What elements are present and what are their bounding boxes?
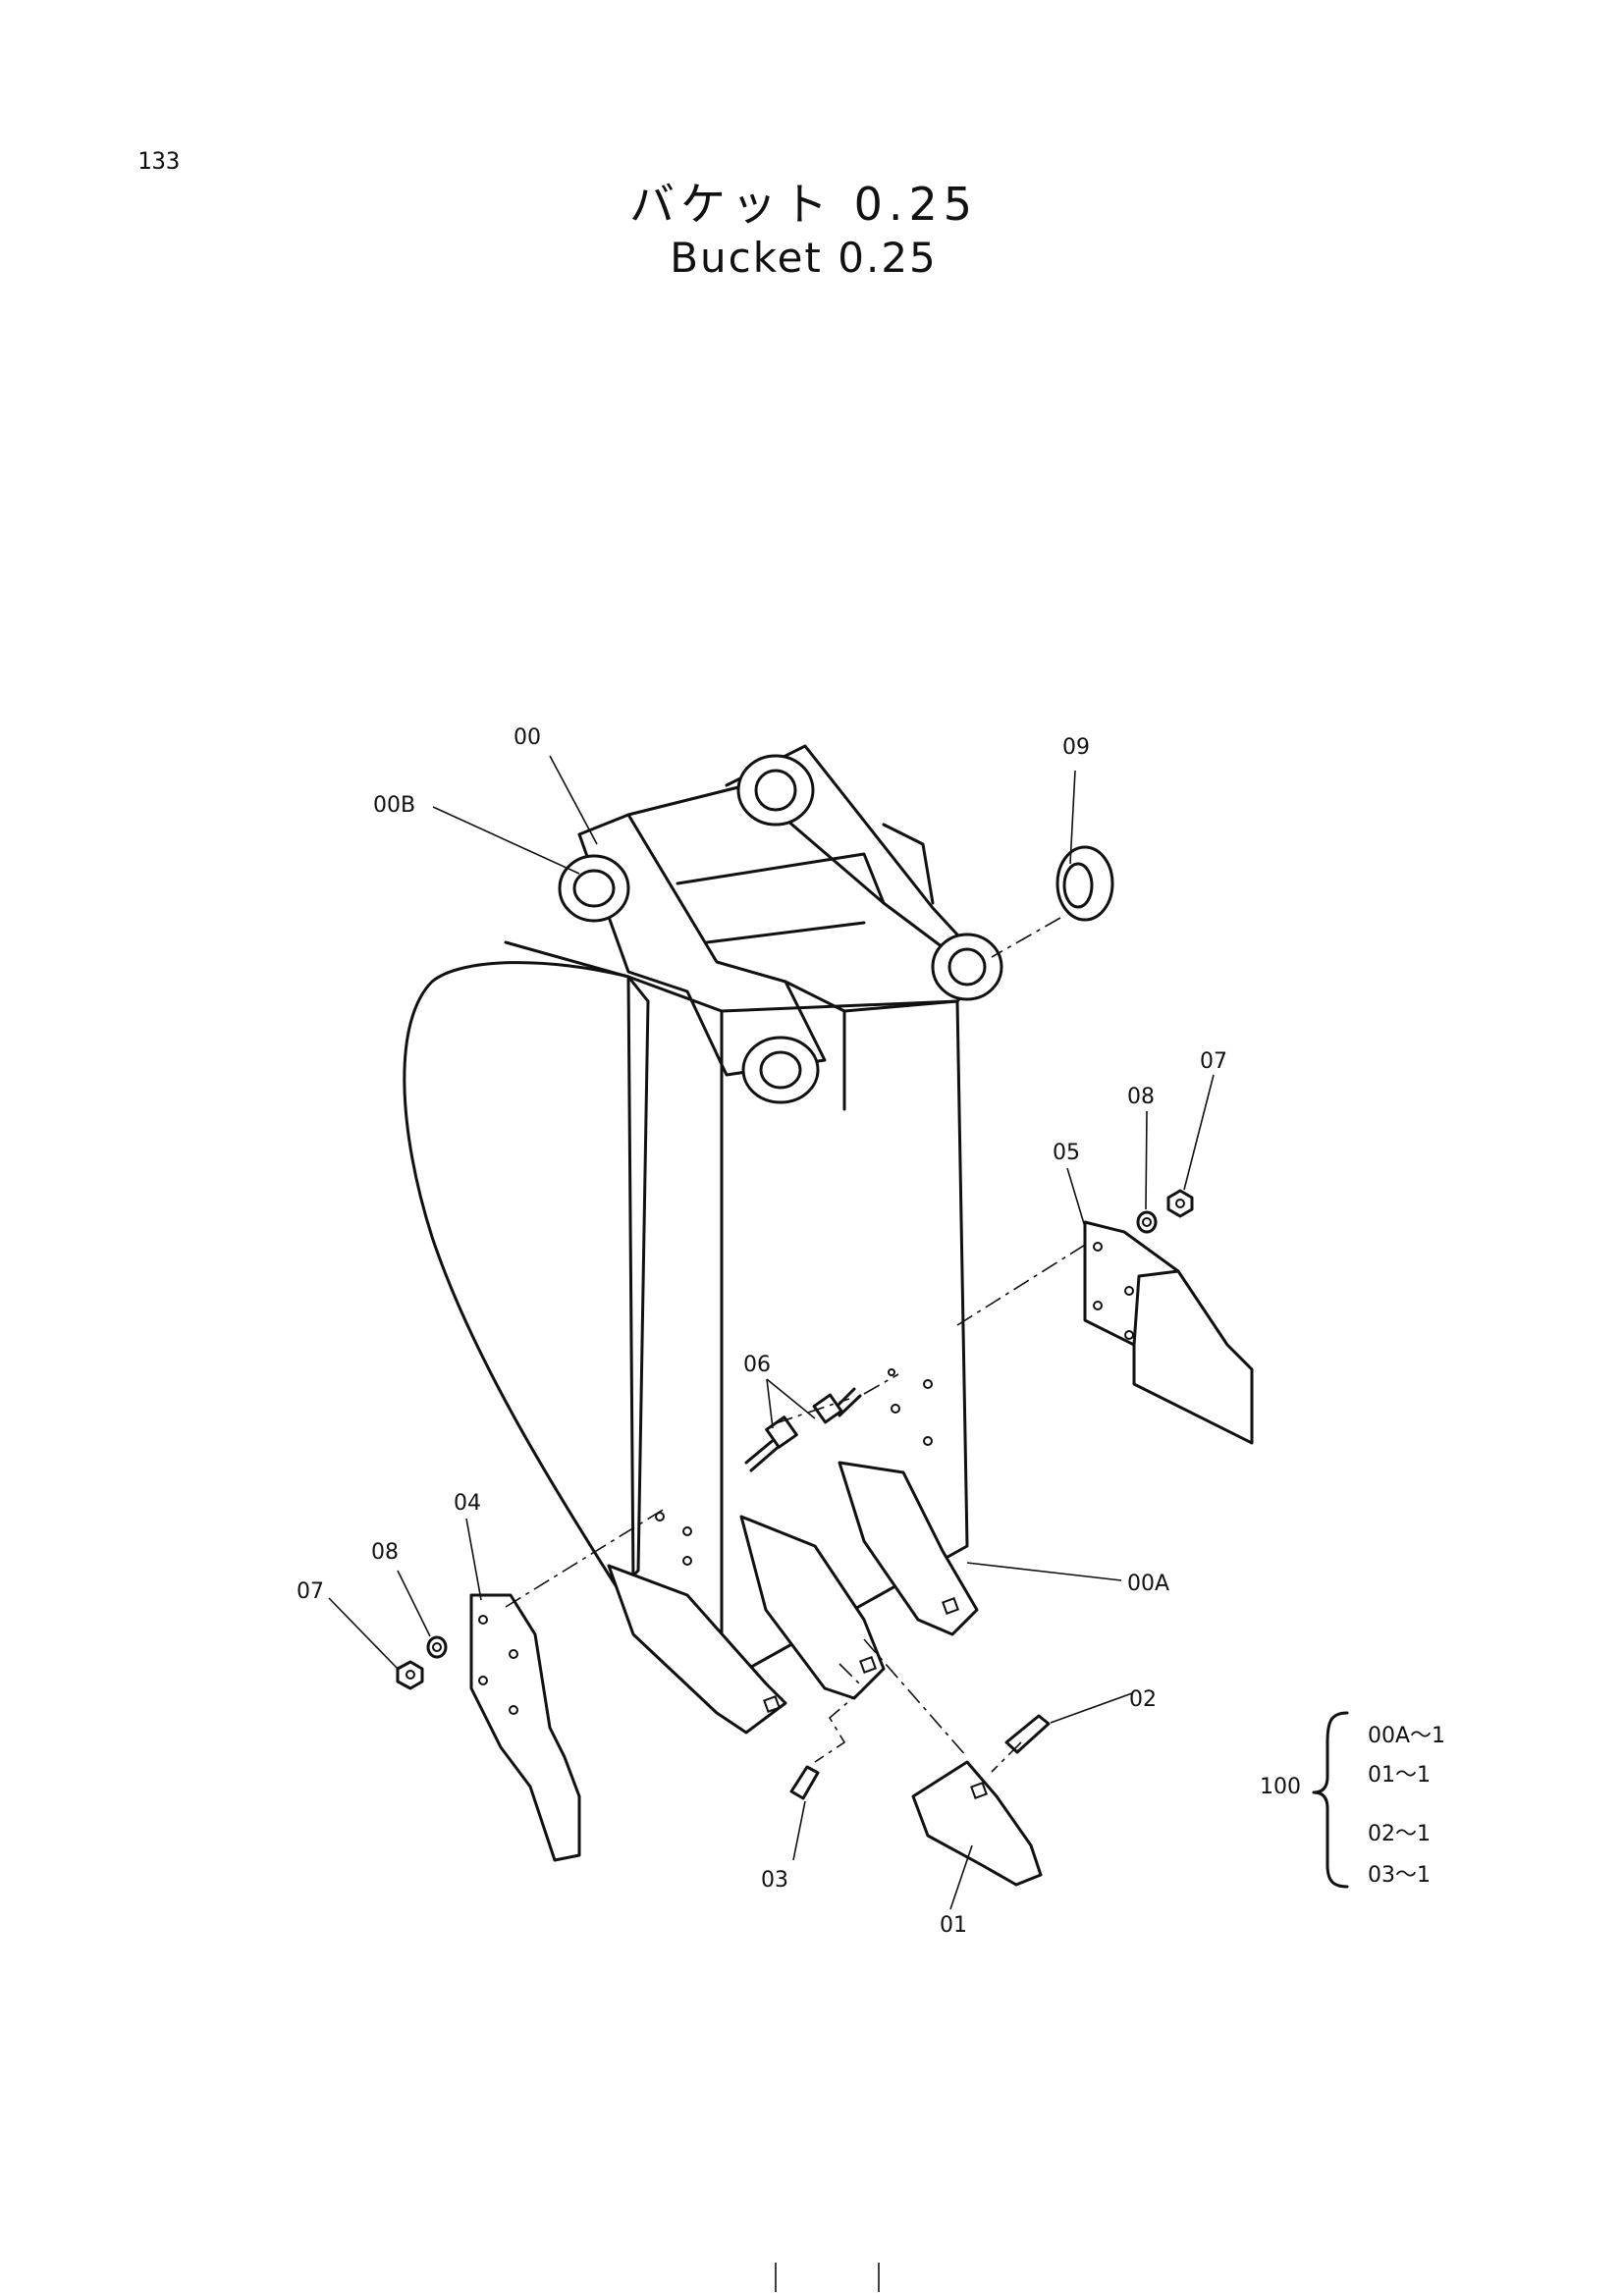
callout-00B: 00B	[373, 793, 415, 818]
bucket-side-plate	[403, 961, 650, 1592]
seal-ring-09	[1055, 845, 1114, 922]
callout-08-right: 08	[1127, 1085, 1155, 1109]
washer-left-08	[426, 1635, 448, 1659]
tooth-point-01	[911, 1760, 1043, 1887]
title-english: Bucket 0.25	[670, 234, 938, 282]
kit-brace	[1312, 1711, 1349, 1889]
kit-number: 100	[1260, 1775, 1301, 1799]
callout-08-left: 08	[371, 1540, 399, 1565]
callout-09: 09	[1062, 735, 1090, 760]
boss-top-right	[736, 754, 815, 827]
boss-mid-right	[931, 933, 1003, 1001]
side-cutter-right	[1083, 1220, 1254, 1445]
tooth-adapter-2	[739, 1515, 886, 1700]
nut-left-07	[396, 1660, 424, 1690]
callout-07-right: 07	[1200, 1049, 1227, 1074]
callout-06: 06	[743, 1353, 771, 1377]
washer-right-08	[1136, 1210, 1158, 1234]
callout-02: 02	[1129, 1687, 1157, 1712]
callout-07-left: 07	[297, 1579, 324, 1604]
bolt-lower	[744, 1415, 798, 1472]
kit-item-3: 02〜1	[1368, 1822, 1431, 1846]
top-bracket	[577, 813, 827, 1077]
callout-03: 03	[761, 1868, 788, 1893]
boss-top-left	[558, 854, 630, 923]
bolt-upper	[812, 1387, 862, 1424]
tooth-adapter-1	[607, 1564, 787, 1735]
boss-bottom	[741, 1036, 820, 1104]
lock-pin-02	[1004, 1714, 1051, 1754]
callout-05: 05	[1053, 1141, 1080, 1165]
callout-00: 00	[514, 725, 541, 750]
page-number: 133	[137, 147, 181, 175]
kit-item-4: 03〜1	[1368, 1863, 1431, 1888]
tooth-adapter-3	[838, 1461, 979, 1636]
callout-01: 01	[940, 1913, 967, 1938]
side-cutter-left	[469, 1593, 581, 1862]
kit-item-2: 01〜1	[1368, 1763, 1431, 1788]
pin-03	[789, 1765, 820, 1800]
callout-04: 04	[454, 1491, 481, 1516]
kit-item-1: 00A〜1	[1368, 1724, 1445, 1748]
nut-right-07	[1166, 1189, 1194, 1218]
callout-00A: 00A	[1127, 1572, 1169, 1596]
title-japanese: バケット 0.25	[628, 178, 979, 231]
